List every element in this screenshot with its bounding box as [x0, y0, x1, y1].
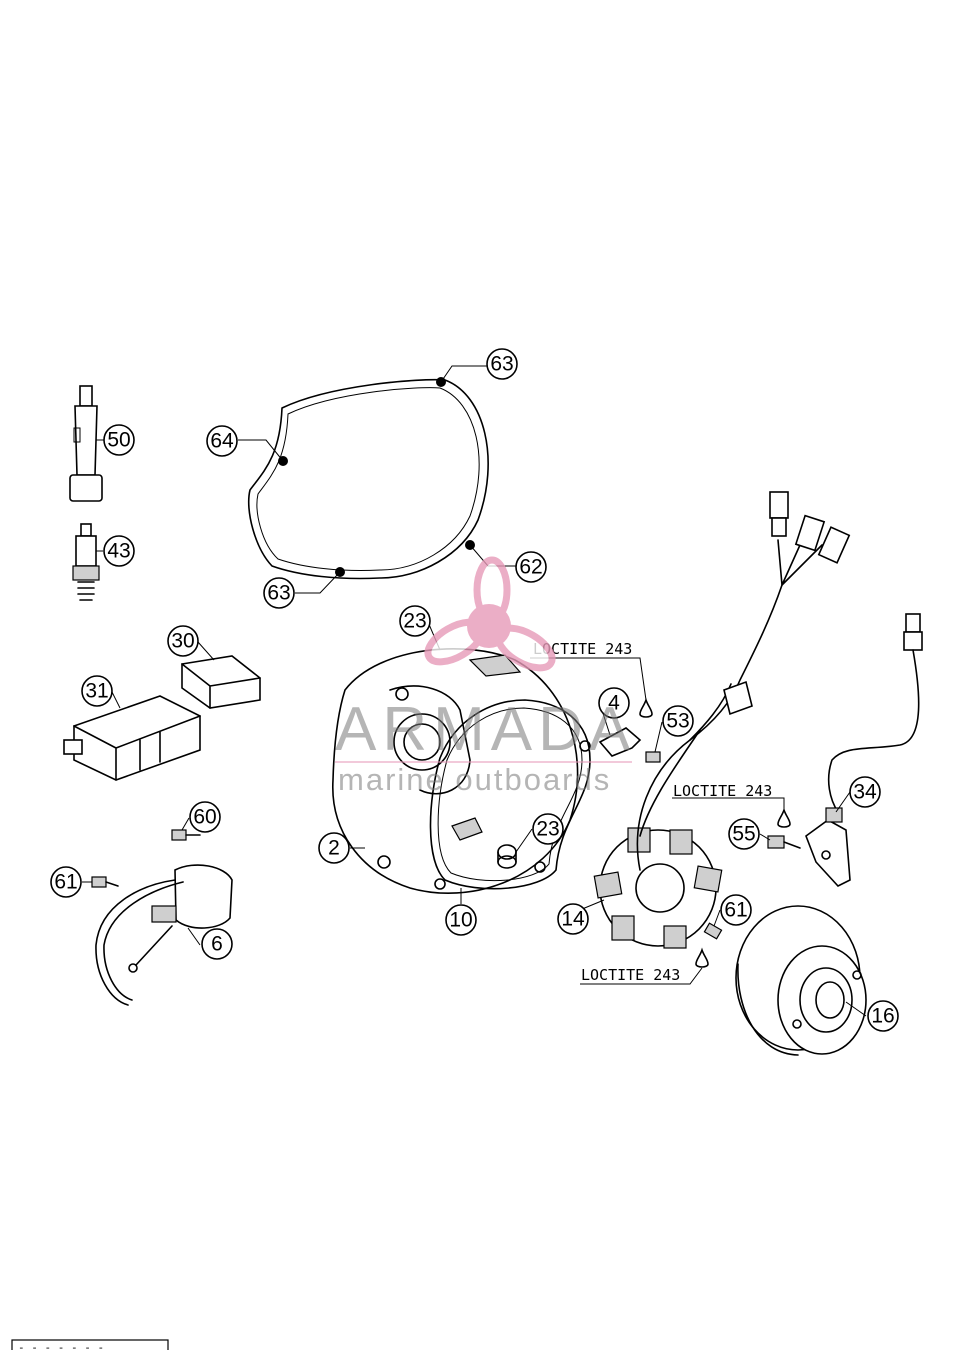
callout-23-bottom: 23	[532, 813, 564, 845]
callout-63-top: 63	[486, 348, 518, 380]
cable-clamp	[598, 727, 642, 757]
watermark-brand: ARMADA	[335, 695, 636, 764]
loctite-drop-2	[777, 807, 791, 828]
part-number: 61	[54, 871, 77, 894]
loctite-label: LOCTITE 243	[533, 640, 632, 658]
wiring-harness	[636, 491, 851, 871]
bushing	[497, 844, 517, 869]
part-number: 63	[490, 353, 513, 376]
coil-screw-61	[91, 876, 119, 888]
part-number: 53	[666, 710, 689, 733]
part-number: 14	[561, 908, 585, 931]
coil-screw-60	[171, 829, 201, 841]
callout-34: 34	[849, 776, 881, 808]
clamp-screw	[645, 751, 661, 763]
callout-50: 50	[103, 424, 135, 456]
callout-60: 60	[189, 801, 221, 833]
cover-gasket	[247, 377, 489, 580]
stator-screw	[703, 922, 723, 940]
part-number: 30	[171, 630, 194, 653]
spark-plug	[72, 523, 100, 601]
callout-16: 16	[867, 1000, 899, 1032]
loctite-label: LOCTITE 243	[673, 782, 772, 800]
loctite-drop-1	[639, 697, 653, 718]
callout-63-bottom: 63	[263, 577, 295, 609]
part-number: 4	[608, 692, 620, 715]
loctite-drop-3	[695, 947, 709, 968]
loctite-labels: LOCTITE 243 LOCTITE 243 LOCTITE 243	[533, 640, 772, 984]
propeller-logo	[424, 556, 556, 672]
part-number: 23	[536, 818, 559, 841]
callout-14: 14	[557, 903, 589, 935]
part-number: 62	[519, 556, 542, 579]
watermark-tagline: marine outboards	[338, 762, 611, 797]
callout-2: 2	[318, 832, 350, 864]
callout-55: 55	[728, 818, 760, 850]
callout-30: 30	[167, 625, 199, 657]
callout-10: 10	[445, 904, 477, 936]
part-number: 55	[732, 823, 755, 846]
callout-64: 64	[206, 425, 238, 457]
part-number: 64	[210, 430, 234, 453]
sensor-screw	[767, 835, 801, 849]
part-number: 16	[871, 1005, 894, 1028]
watermark: ARMADA marine outboards	[335, 556, 636, 797]
callout-61-left: 61	[50, 866, 82, 898]
cdi-module-small	[181, 655, 261, 709]
stator-gasket	[429, 699, 591, 890]
callout-23-top: 23	[399, 605, 431, 637]
part-number: 60	[193, 806, 216, 829]
callout-43: 43	[103, 535, 135, 567]
flywheel-rotor	[735, 905, 867, 1056]
part-number: 43	[107, 540, 130, 563]
pulse-sensor	[805, 613, 923, 887]
stator-plate	[332, 648, 579, 895]
footer-code: - - - - - - -	[18, 1341, 104, 1350]
callout-4: 4	[598, 687, 630, 719]
cdi-module-large	[63, 695, 201, 781]
part-number: 2	[328, 837, 340, 860]
stator-windings	[593, 729, 723, 949]
callout-6: 6	[201, 928, 233, 960]
part-number: 23	[403, 610, 426, 633]
part-number: 61	[724, 899, 747, 922]
callout-61-right: 61	[720, 894, 752, 926]
part-number: 6	[211, 933, 223, 956]
callout-53: 53	[662, 705, 694, 737]
callout-62: 62	[515, 551, 547, 583]
part-number: 63	[267, 582, 290, 605]
part-number: 31	[85, 680, 108, 703]
footer-code-box: - - - - - - -	[11, 1339, 169, 1350]
spark-plug-connector	[69, 385, 103, 502]
part-number: 50	[107, 429, 130, 452]
part-number: 34	[853, 781, 877, 804]
callout-31: 31	[81, 675, 113, 707]
part-number: 10	[449, 909, 472, 932]
loctite-label: LOCTITE 243	[581, 966, 680, 984]
ignition-coil	[95, 864, 233, 1006]
